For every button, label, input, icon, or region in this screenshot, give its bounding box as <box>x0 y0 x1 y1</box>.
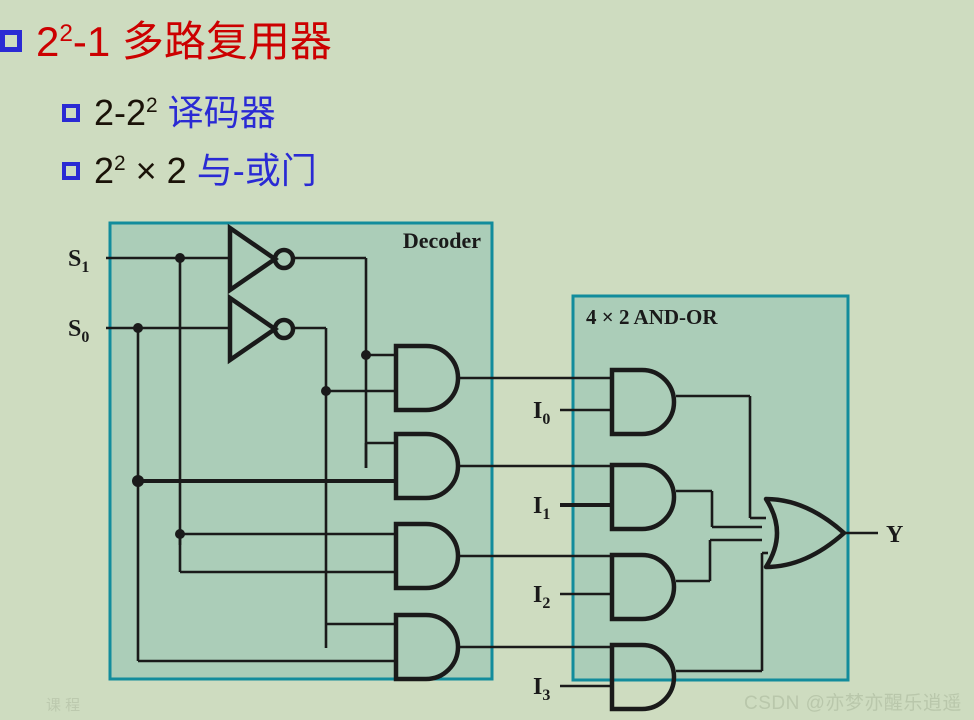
inverter-triangle-s1 <box>227 223 279 295</box>
junction-dot <box>175 253 185 263</box>
wire-bus-group <box>133 253 371 661</box>
and-or-block-label: 4 × 2 AND-OR <box>586 305 718 329</box>
decoder-and-gate-2 <box>175 524 612 588</box>
decoder-and-gate-1 <box>132 434 612 498</box>
bullet-item-andor-label: 22 × 2 与-或门 <box>94 150 317 191</box>
select-input-s0-label: S0 <box>68 316 89 346</box>
select-input-s1-label: S1 <box>68 246 89 276</box>
csdn-watermark: CSDN @亦梦亦醒乐逍遥 <box>744 693 962 714</box>
inverter-triangle-s0 <box>227 293 279 365</box>
decoder-block-label: Decoder <box>403 228 481 253</box>
and-or-block: 4 × 2 AND-OR <box>571 294 850 682</box>
output-and-gate-3 <box>612 553 764 709</box>
data-input-i0-label: I0 <box>533 398 550 428</box>
bullet-item-decoder: 2-22 译码器 <box>62 84 276 136</box>
output-y-label: Y <box>886 522 903 548</box>
or-gate: Y <box>750 499 903 567</box>
data-input-i1-label: I1 <box>533 493 550 523</box>
bullet-marker-icon <box>62 162 80 180</box>
inverter-gate-s1 <box>227 223 366 295</box>
output-and-gate-2 <box>612 538 762 619</box>
decoder-block-frame <box>108 221 494 681</box>
bullet-item-multiplexer-label: 22-1 多路复用器 <box>36 18 332 65</box>
junction-dot <box>133 323 143 333</box>
output-and-gate-0 <box>612 370 752 518</box>
decoder-and-gate-0 <box>326 346 612 410</box>
inverter-gate-s0 <box>227 293 326 365</box>
output-and-gate-1 <box>612 465 762 529</box>
decoder-and-gate-3 <box>138 615 612 679</box>
data-input-i3-label: I3 <box>533 674 550 704</box>
bullet-item-decoder-label: 2-22 译码器 <box>94 92 276 133</box>
decoder-block: Decoder <box>108 221 494 681</box>
bullet-item-andor: 22 × 2 与-或门 <box>62 142 317 194</box>
and-or-block-frame <box>571 294 850 682</box>
data-input-i2-label: I2 <box>533 582 550 612</box>
bullet-marker-icon <box>0 30 22 52</box>
bullet-marker-icon <box>62 104 80 122</box>
junction-dot <box>132 475 144 487</box>
footer-scrap-text: 课 程 <box>46 697 81 714</box>
bullet-item-multiplexer: 22-1 多路复用器 <box>0 8 332 69</box>
